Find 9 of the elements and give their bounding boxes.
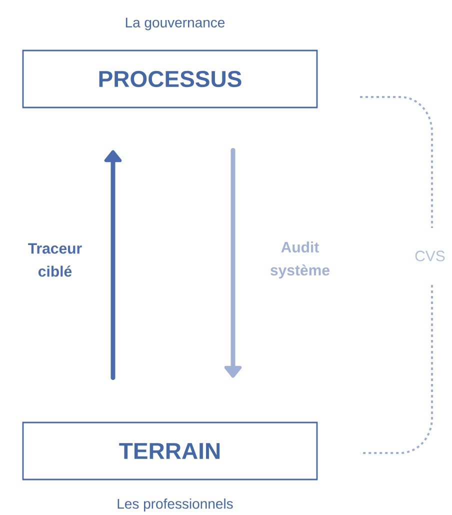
arrow — [224, 148, 242, 378]
edge-label: Traceur ciblé — [28, 243, 82, 277]
bracket-label: CVS — [415, 250, 445, 262]
node-label: La gouvernance — [126, 18, 225, 30]
process-box: PROCESSUS — [22, 50, 318, 108]
node-label: Les professionnels — [118, 498, 233, 512]
arrow — [104, 150, 122, 380]
edge-label: Audit système — [270, 242, 330, 278]
process-box: TERRAIN — [22, 422, 318, 480]
